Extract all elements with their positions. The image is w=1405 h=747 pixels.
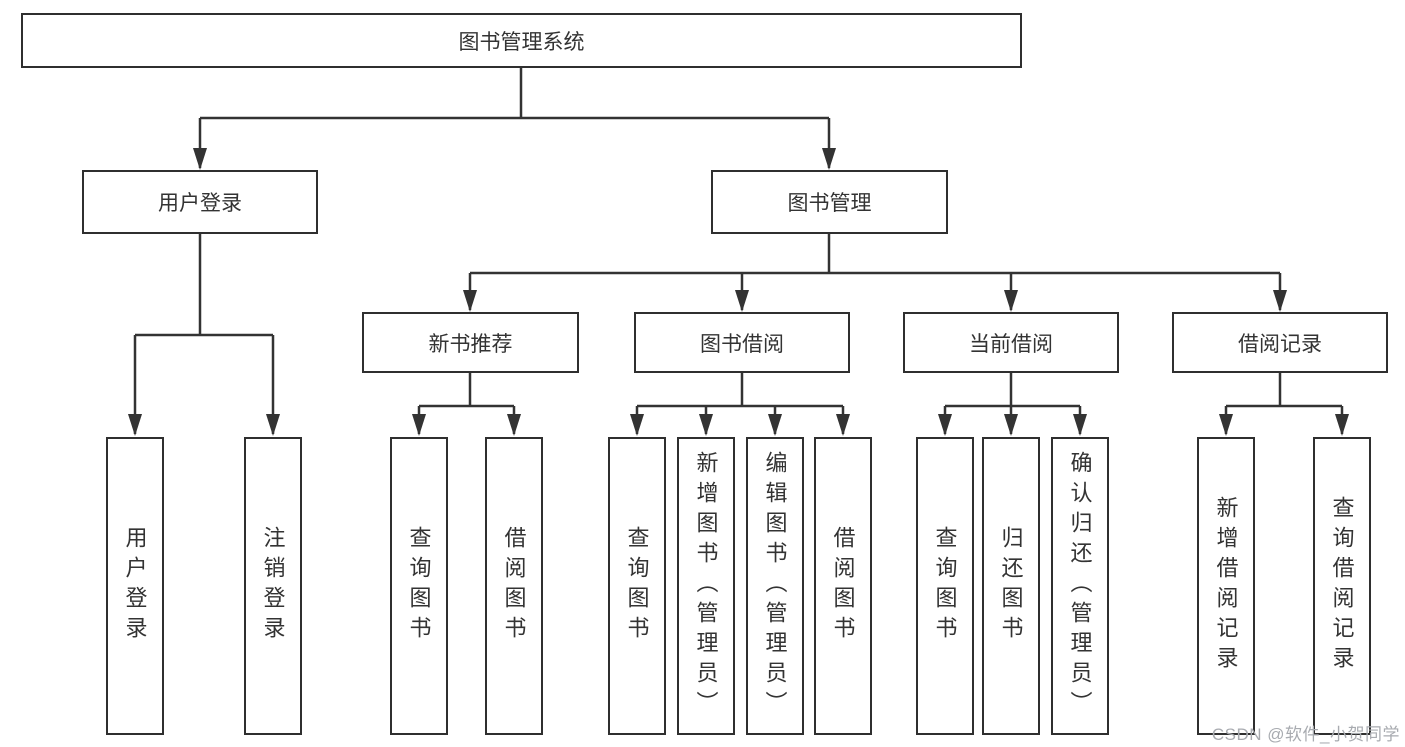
leaf-label: 借阅图书	[501, 526, 527, 646]
arrowhead-icon	[768, 414, 782, 436]
connector-user-login-children	[128, 234, 280, 436]
arrowhead-icon	[735, 290, 749, 312]
arrowhead-icon	[836, 414, 850, 436]
leaf-borrow-books-recommend: 借阅图书	[485, 437, 543, 735]
leaf-return-books: 归还图书	[982, 437, 1040, 735]
leaf-label: 查询图书	[406, 526, 432, 646]
leaf-query-books-current: 查询图书	[916, 437, 974, 735]
arrowhead-icon	[266, 414, 280, 436]
connector-current-borrowing-children	[938, 373, 1087, 436]
arrowhead-icon	[193, 148, 207, 170]
node-borrowing-records: 借阅记录	[1172, 312, 1388, 373]
arrowhead-icon	[507, 414, 521, 436]
node-book-borrowing: 图书借阅	[634, 312, 850, 373]
leaf-label: 借阅图书	[830, 526, 856, 646]
arrowhead-icon	[699, 414, 713, 436]
leaf-label: 用户登录	[122, 526, 148, 646]
node-user-login: 用户登录	[82, 170, 318, 234]
arrowhead-icon	[822, 148, 836, 170]
leaf-user-login: 用户登录	[106, 437, 164, 735]
arrowhead-icon	[1219, 414, 1233, 436]
arrowhead-icon	[630, 414, 644, 436]
leaf-query-borrow-record: 查询借阅记录	[1313, 437, 1371, 735]
leaf-label: 注销登录	[260, 526, 286, 646]
leaf-label: 确认归还（管理员）	[1067, 451, 1093, 721]
leaf-borrow-books: 借阅图书	[814, 437, 872, 735]
connector-root-to-level2	[193, 68, 836, 170]
leaf-query-books-recommend: 查询图书	[390, 437, 448, 735]
connector-book-borrowing-children	[630, 373, 850, 436]
leaf-query-books-borrow: 查询图书	[608, 437, 666, 735]
leaf-label: 归还图书	[998, 526, 1024, 646]
leaf-label: 查询借阅记录	[1329, 496, 1355, 676]
arrowhead-icon	[128, 414, 142, 436]
leaf-label: 查询图书	[932, 526, 958, 646]
leaf-logout: 注销登录	[244, 437, 302, 735]
csdn-watermark: CSDN @软件_小贺同学	[1211, 725, 1400, 744]
arrowhead-icon	[412, 414, 426, 436]
arrowhead-icon	[1273, 290, 1287, 312]
node-book-management: 图书管理	[711, 170, 948, 234]
leaf-label: 查询图书	[624, 526, 650, 646]
connector-borrowing-records-children	[1219, 373, 1349, 436]
arrowhead-icon	[938, 414, 952, 436]
leaf-add-books-admin: 新增图书（管理员）	[677, 437, 735, 735]
connector-book-management-children	[463, 234, 1287, 312]
leaf-confirm-return-admin: 确认归还（管理员）	[1051, 437, 1109, 735]
leaf-edit-books-admin: 编辑图书（管理员）	[746, 437, 804, 735]
node-current-borrowing: 当前借阅	[903, 312, 1119, 373]
arrowhead-icon	[1004, 414, 1018, 436]
leaf-add-borrow-record: 新增借阅记录	[1197, 437, 1255, 735]
leaf-label: 新增借阅记录	[1213, 496, 1239, 676]
connector-new-book-recommendation-children	[412, 373, 521, 436]
leaf-label: 新增图书（管理员）	[693, 451, 719, 721]
arrowhead-icon	[1004, 290, 1018, 312]
node-library-management-system: 图书管理系统	[21, 13, 1022, 68]
leaf-label: 编辑图书（管理员）	[762, 451, 788, 721]
arrowhead-icon	[1335, 414, 1349, 436]
arrowhead-icon	[1073, 414, 1087, 436]
node-new-book-recommendation: 新书推荐	[362, 312, 579, 373]
arrowhead-icon	[463, 290, 477, 312]
